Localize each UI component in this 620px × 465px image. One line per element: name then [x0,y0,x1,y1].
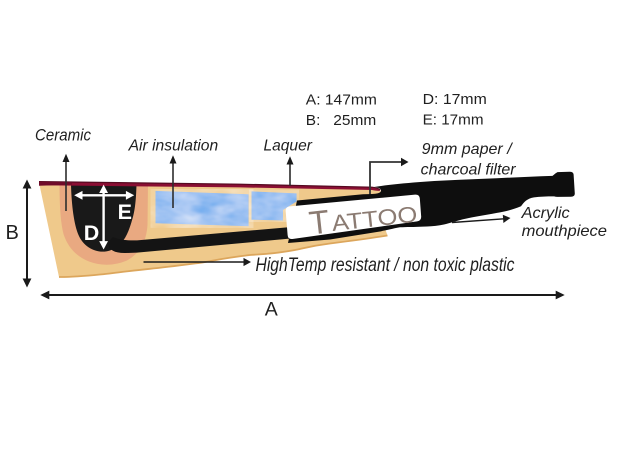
svg-text:B: B [6,222,19,244]
svg-text:D: 17mm: D: 17mm [423,91,487,108]
svg-text:A: A [265,298,278,320]
svg-text:Ceramic: Ceramic [35,127,92,145]
svg-text:T: T [307,203,331,242]
svg-text:9mm paper /: 9mm paper / [422,141,514,158]
svg-text:Air insulation: Air insulation [128,138,219,155]
svg-text:Acrylic: Acrylic [521,205,570,222]
svg-text:D: D [84,221,100,245]
svg-text:charcoal filter: charcoal filter [421,161,517,178]
svg-text:mouthpiece: mouthpiece [522,223,608,240]
svg-text:HighTemp resistant / non toxic: HighTemp resistant / non toxic plastic [256,254,515,276]
svg-text:E: E [118,200,132,224]
svg-text:E: 17mm: E: 17mm [423,111,484,128]
svg-text:A: 147mm: A: 147mm [306,92,377,109]
svg-text:Laquer: Laquer [264,138,313,155]
svg-text:B: 25mm: B: 25mm [306,112,376,129]
